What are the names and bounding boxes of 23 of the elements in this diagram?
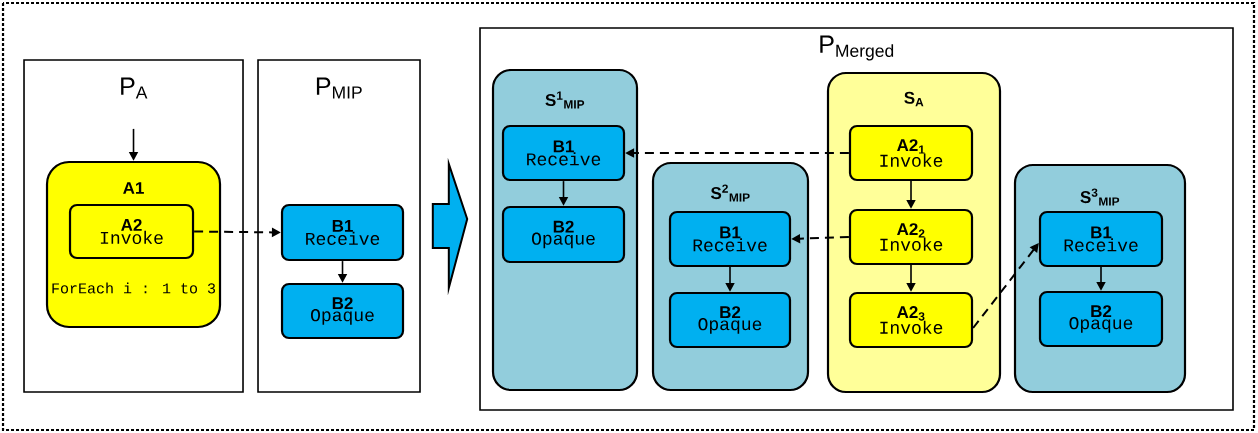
box-title: A1 (123, 182, 144, 194)
box-title: S$^{2}$MIP (710, 184, 750, 202)
activity-box: B2 Opaque (280, 282, 405, 340)
box-title: S$^{1}$MIP (545, 91, 585, 109)
activity-box: B1 Receive (280, 203, 405, 262)
box-title: S$^{3}$MIP (1080, 188, 1120, 206)
activity-box: B2 Opaque (1038, 290, 1164, 348)
block-arrow (431, 157, 469, 296)
activity-box: A2$_{3}$ Invoke (848, 291, 974, 349)
activity-box: A2 Invoke (68, 203, 195, 260)
activity-box: B1 Receive (668, 210, 792, 268)
box-title: P$_{A}$ (121, 77, 148, 99)
arrow (972, 243, 1039, 329)
box-title: P$_{Merged}$ (820, 35, 894, 61)
loop-condition: ForEach i : 1 to 3 (52, 282, 216, 294)
activity-box: A2$_{1}$ Invoke (848, 124, 974, 182)
activity-box: B2 Opaque (501, 205, 626, 264)
activity-box: B1 Receive (1038, 210, 1164, 268)
box-title: S$_{A}$ (904, 91, 924, 107)
activity-box: A2$_{2}$ Invoke (848, 208, 974, 266)
activity-box: B1 Receive (501, 124, 626, 182)
box-title: P$_{MIP}$ (316, 77, 362, 99)
activity-box: B2 Opaque (668, 291, 792, 349)
